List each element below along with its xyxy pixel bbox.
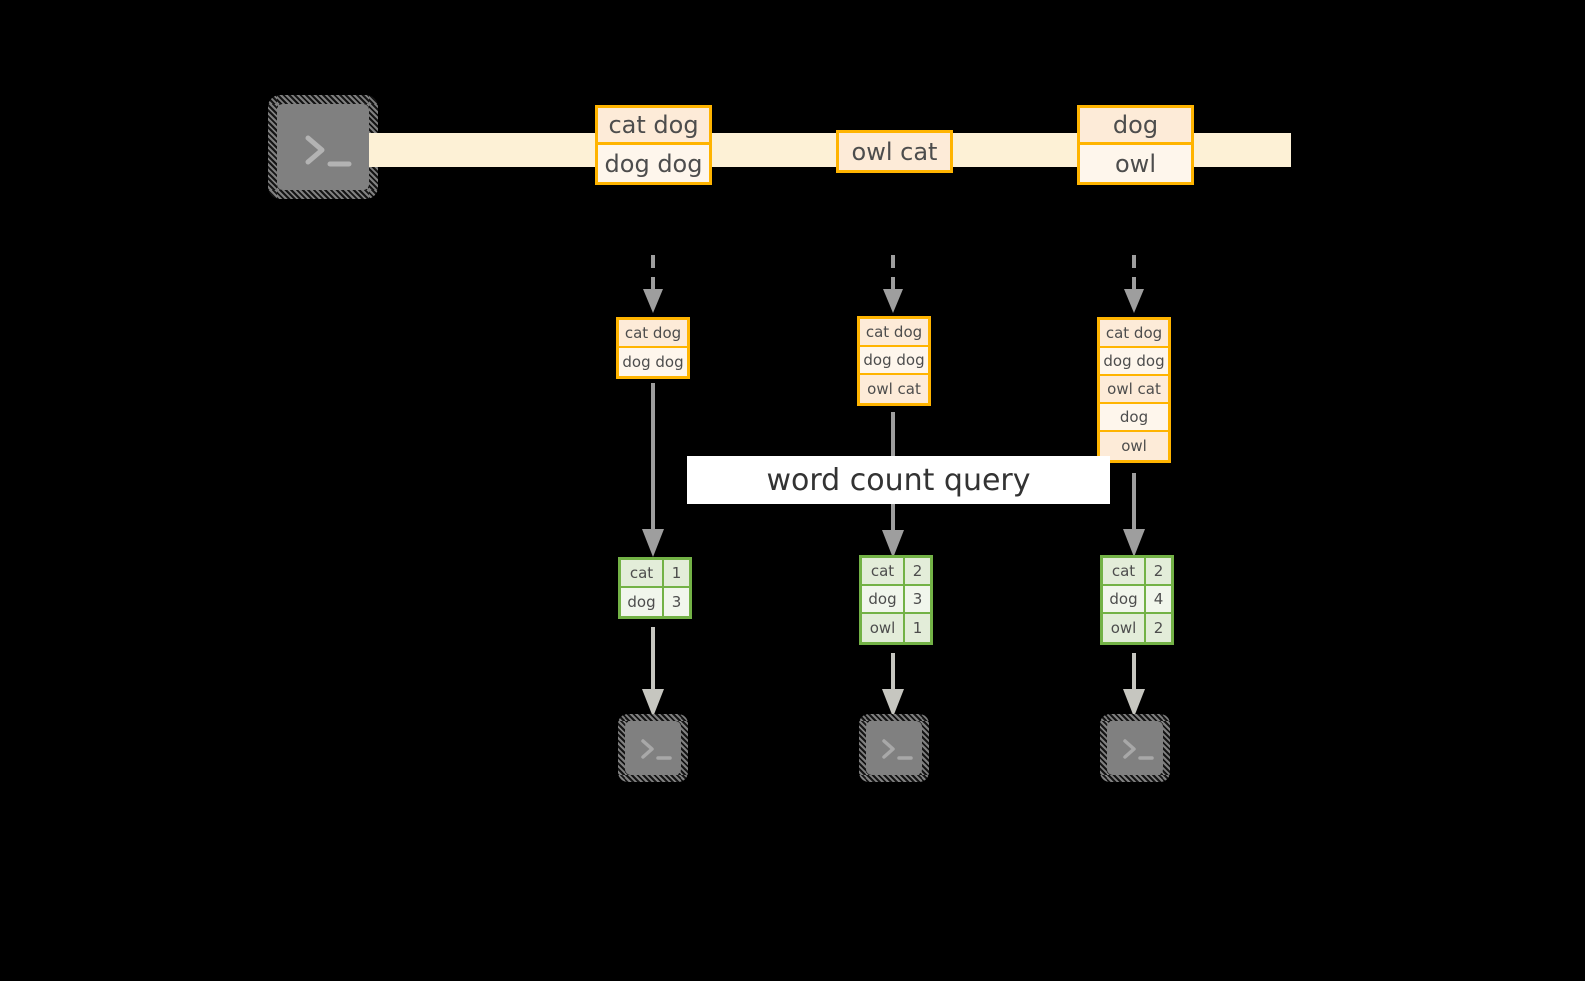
stream-to-input-connector	[1124, 255, 1144, 313]
stream-record-line: cat dog	[598, 108, 709, 145]
result-to-sink-connector	[642, 627, 664, 717]
snapshot-input-line: dog dog	[619, 348, 687, 376]
snapshot-input-box: cat dog dog dog owl cat	[857, 316, 931, 406]
table-row: dog 3	[862, 586, 930, 614]
query-label-text: word count query	[766, 462, 1031, 498]
stream-record-line: owl	[1080, 145, 1191, 182]
sink-terminal-icon	[1100, 714, 1170, 782]
query-connector	[642, 383, 664, 557]
result-word: dog	[621, 588, 664, 616]
result-to-sink-connector	[1123, 653, 1145, 717]
result-word: dog	[1103, 586, 1146, 612]
snapshot-input-line: dog dog	[1100, 348, 1168, 376]
snapshot-input-box: cat dog dog dog owl cat dog owl	[1097, 317, 1171, 463]
result-table: cat 1 dog 3	[618, 557, 692, 619]
result-table: cat 2 dog 3 owl 1	[859, 555, 933, 645]
query-label: word count query	[687, 456, 1110, 504]
result-count: 4	[1146, 586, 1171, 612]
snapshot-input-line: cat dog	[1100, 320, 1168, 348]
result-word: cat	[621, 560, 664, 586]
stream-record: owl cat	[836, 130, 953, 173]
snapshot-input-line: cat dog	[619, 320, 687, 348]
query-connector	[1123, 473, 1145, 557]
stream-to-input-connector	[883, 255, 903, 313]
stream-record-line: dog	[1080, 108, 1191, 145]
table-row: dog 4	[1103, 586, 1171, 614]
snapshot-input-line: owl cat	[1100, 376, 1168, 404]
result-count: 3	[664, 588, 689, 616]
stream-record-line: owl cat	[839, 133, 950, 170]
snapshot-input-line: cat dog	[860, 319, 928, 347]
sink-terminal-icon	[859, 714, 929, 782]
result-word: cat	[1103, 558, 1146, 584]
result-count: 2	[905, 558, 930, 584]
snapshot-input-line: owl	[1100, 432, 1168, 460]
terminal-prompt-icon	[882, 739, 913, 760]
result-count: 2	[1146, 558, 1171, 584]
terminal-screen	[277, 104, 369, 190]
table-row: owl 2	[1103, 614, 1171, 642]
terminal-prompt-icon	[305, 135, 352, 167]
stream-to-input-connector	[643, 255, 663, 313]
snapshot-input-box: cat dog dog dog	[616, 317, 690, 379]
result-count: 1	[664, 560, 689, 586]
stream-record-line: dog dog	[598, 145, 709, 182]
result-word: dog	[862, 586, 905, 612]
stream-record: cat dog dog dog	[595, 105, 712, 185]
table-row: owl 1	[862, 614, 930, 642]
result-count: 1	[905, 614, 930, 642]
result-word: owl	[1103, 614, 1146, 642]
result-table: cat 2 dog 4 owl 2	[1100, 555, 1174, 645]
table-row: dog 3	[621, 588, 689, 616]
terminal-prompt-icon	[641, 739, 672, 760]
table-row: cat 1	[621, 560, 689, 588]
result-word: owl	[862, 614, 905, 642]
snapshot-input-line: dog	[1100, 404, 1168, 432]
terminal-prompt-icon	[1123, 739, 1154, 760]
sink-terminal-icon	[618, 714, 688, 782]
result-word: cat	[862, 558, 905, 584]
snapshot-input-line: dog dog	[860, 347, 928, 375]
stream-record: dog owl	[1077, 105, 1194, 185]
result-count: 3	[905, 586, 930, 612]
table-row: cat 2	[862, 558, 930, 586]
result-count: 2	[1146, 614, 1171, 642]
table-row: cat 2	[1103, 558, 1171, 586]
source-terminal-icon	[268, 95, 378, 199]
snapshot-input-line: owl cat	[860, 375, 928, 403]
result-to-sink-connector	[882, 653, 904, 717]
